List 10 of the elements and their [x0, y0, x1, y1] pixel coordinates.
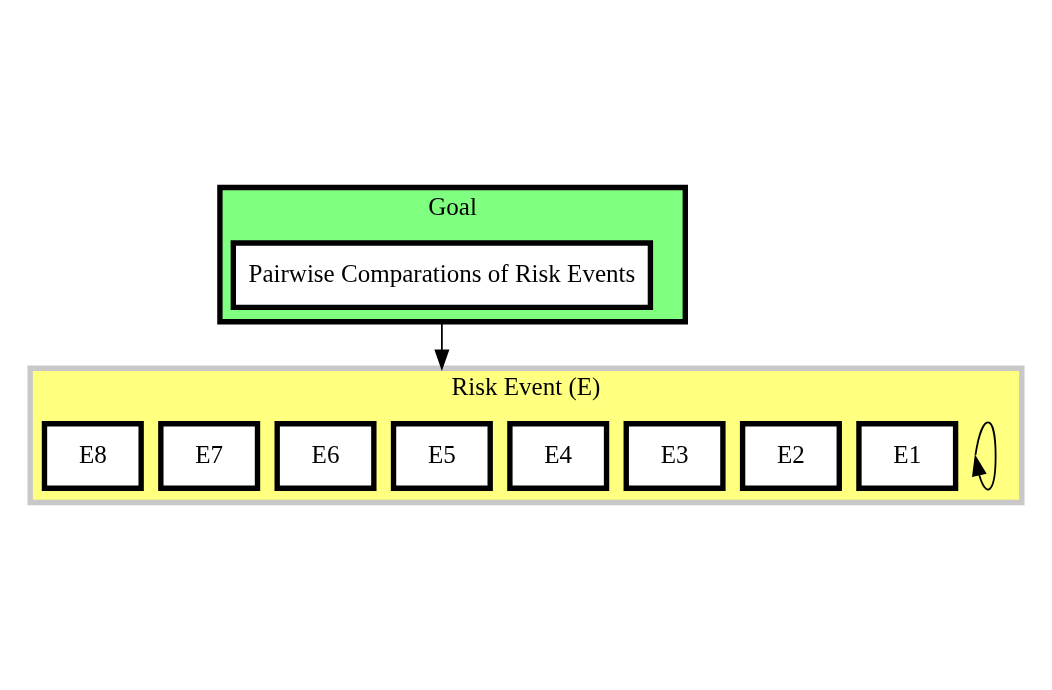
node-box: E5 — [390, 421, 493, 491]
node-box: E2 — [739, 421, 842, 491]
node-box: E1 — [856, 421, 959, 491]
node-box: E6 — [274, 421, 377, 491]
node-box: E8 — [41, 421, 144, 491]
node-box: E7 — [158, 421, 261, 491]
node-box: Pairwise Comparations of Risk Events — [230, 240, 654, 311]
arrow — [972, 421, 997, 491]
node-box: E3 — [623, 421, 726, 491]
node-box: E4 — [507, 421, 610, 491]
